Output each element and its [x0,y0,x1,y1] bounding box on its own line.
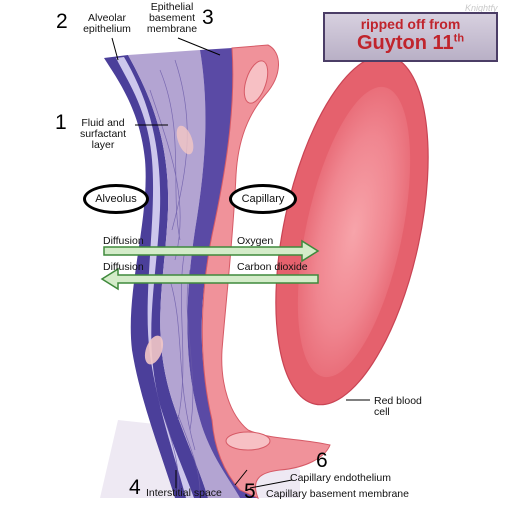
label-number-3: 3 [202,6,214,29]
source-banner: ripped off from Guyton 11th [323,12,498,62]
endothelial-nucleus-bottom [225,431,271,451]
diffusion-label-top: Diffusion [103,235,144,247]
banner-line-1: ripped off from [360,16,461,32]
interstitial-space-label: Interstitial space [146,487,222,499]
label-number-5: 5 [244,480,256,503]
alveolar-epithelium-line-1: Alveolar [88,12,126,24]
capillary-oval-label: Capillary [229,184,297,214]
leader-lines [111,37,370,489]
epithelial-nucleus-lower [144,335,164,365]
epithelial-nucleus-upper [176,125,194,155]
carbon-dioxide-label: Carbon dioxide [237,261,308,273]
alveolar-epithelium-label: Alveolar epithelium [74,13,140,35]
banner-title: Guyton 11 [356,32,454,54]
interstitial-space-band [128,50,240,498]
fluid-surfactant-label: Fluid and surfactant layer [73,118,133,151]
label-number-6: 6 [316,449,328,472]
diffusion-label-bottom: Diffusion [103,261,144,273]
fluid-surfactant-band [116,57,194,498]
oxygen-arrow [103,239,320,263]
banner-line-2: Guyton 11th [325,32,496,55]
capillary-endothelium-band [201,44,331,499]
epithelial-basement-membrane-label: Epithelial basement membrane [140,2,204,35]
watermark: Knightfy [465,3,498,13]
carbon-dioxide-arrow [100,267,319,291]
epithelial-bm-line-2: basement [148,12,196,24]
label-number-4: 4 [129,476,141,499]
endothelial-nucleus-top [243,60,269,104]
banner-superscript: th [453,32,465,45]
capillary-basement-membrane-label: Capillary basement membrane [266,488,409,500]
fluid-line-2: surfactant [79,128,127,140]
label-number-1: 1 [55,111,67,134]
epithelial-bm-line-1: Epithelial [150,1,194,13]
red-blood-cell-center [297,86,411,378]
capillary-endothelium-label: Capillary endothelium [290,472,391,484]
rbc-line-2: cell [374,406,390,418]
epithelial-bm-line-3: membrane [146,23,198,35]
interstitial-fibers [149,59,201,493]
red-blood-cell-label: Red blood cell [374,396,422,418]
alveolus-oval-label: Alveolus [83,184,149,214]
rbc-line-1: Red blood [374,395,422,407]
label-number-2: 2 [56,10,68,33]
oxygen-label: Oxygen [237,235,274,247]
fluid-line-1: Fluid and [81,117,125,129]
fluid-line-3: layer [91,139,115,151]
basement-membrane-band [187,48,258,498]
alveolar-epithelium-line-2: epithelium [83,23,131,35]
